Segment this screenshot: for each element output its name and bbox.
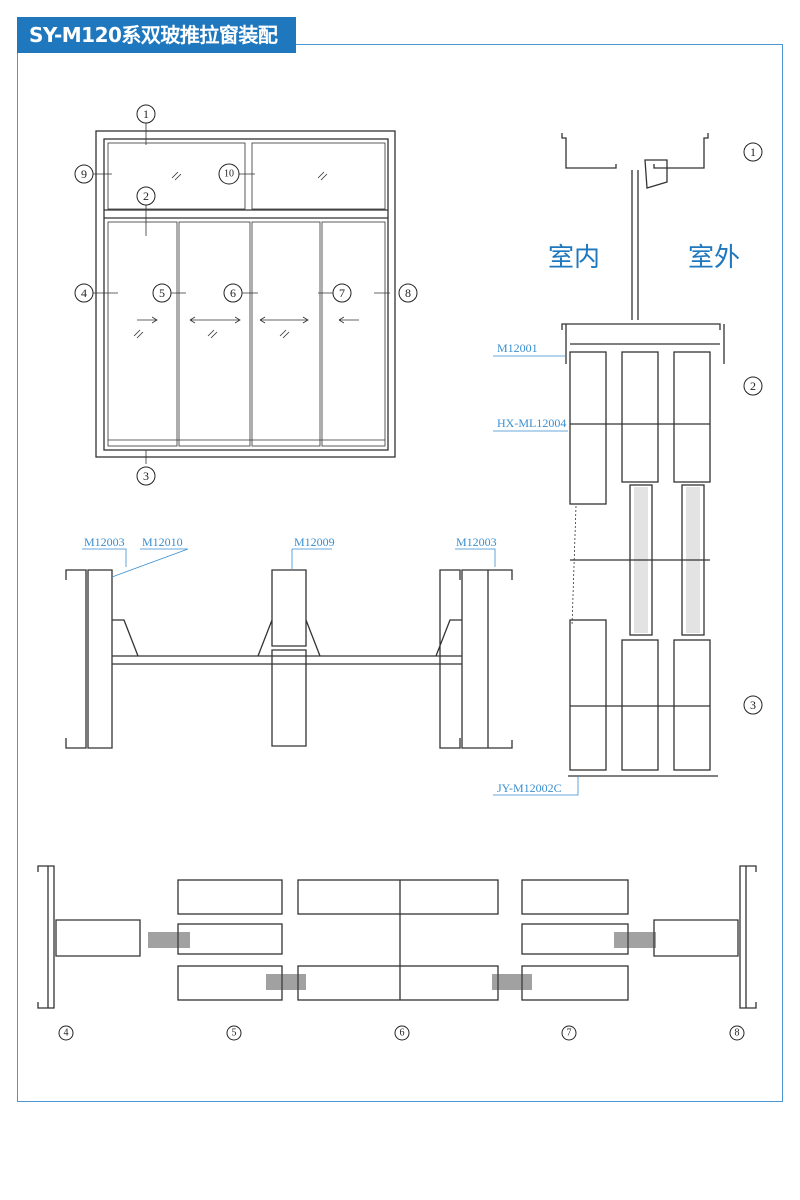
svg-text:9: 9	[81, 167, 87, 181]
marker-3: 3	[136, 466, 156, 486]
svg-text:3: 3	[143, 469, 149, 483]
svg-text:8: 8	[405, 286, 411, 300]
marker-10: 10	[218, 163, 240, 185]
horizontal-section-top: M12003 M12010 M12009 M12003	[65, 535, 513, 749]
bottom-marker-6: 6	[394, 1025, 410, 1041]
svg-text:8: 8	[735, 1028, 740, 1039]
svg-text:1: 1	[750, 145, 756, 159]
callout-m12010: M12010	[142, 535, 183, 549]
svg-text:3: 3	[750, 698, 756, 712]
svg-text:2: 2	[750, 379, 756, 393]
svg-text:4: 4	[81, 286, 87, 300]
callout-jy-m12002c: JY-M12002C	[497, 781, 562, 795]
svg-text:2: 2	[143, 189, 149, 203]
marker-7: 7	[332, 283, 352, 303]
marker-6: 6	[223, 283, 243, 303]
section-marker-3: 3	[743, 695, 763, 715]
marker-8: 8	[398, 283, 418, 303]
callout-hx-ml12004: HX-ML12004	[497, 416, 566, 430]
drawing-frame	[17, 44, 783, 1102]
svg-text:5: 5	[232, 1028, 237, 1039]
window-elevation	[92, 123, 396, 464]
vertical-section: 室内 室外 M12001 HX-ML12004 JY-M12002C	[493, 133, 740, 796]
callout-m12003-left: M12003	[84, 535, 125, 549]
marker-1: 1	[136, 104, 156, 124]
page-title: SY-M120系双玻推拉窗装配图	[17, 17, 296, 83]
svg-text:6: 6	[400, 1028, 405, 1039]
section-marker-2: 2	[743, 376, 763, 396]
svg-text:7: 7	[339, 286, 345, 300]
marker-9: 9	[74, 164, 94, 184]
bottom-marker-4: 4	[58, 1025, 74, 1041]
marker-2: 2	[136, 186, 156, 206]
svg-text:4: 4	[64, 1028, 69, 1039]
horizontal-section-bottom	[37, 865, 757, 1009]
callout-m12003-right: M12003	[456, 535, 497, 549]
bottom-marker-8: 8	[729, 1025, 745, 1041]
callout-m12009: M12009	[294, 535, 335, 549]
outdoor-label: 室外	[688, 243, 740, 273]
bottom-marker-5: 5	[226, 1025, 242, 1041]
svg-text:1: 1	[143, 107, 149, 121]
callout-m12001: M12001	[497, 341, 538, 355]
marker-4: 4	[74, 283, 94, 303]
indoor-label: 室内	[548, 243, 600, 273]
marker-5: 5	[152, 283, 172, 303]
svg-text:10: 10	[224, 169, 234, 180]
svg-text:5: 5	[159, 286, 165, 300]
section-marker-1: 1	[743, 142, 763, 162]
bottom-marker-7: 7	[561, 1025, 577, 1041]
svg-text:7: 7	[567, 1028, 572, 1039]
svg-text:6: 6	[230, 286, 236, 300]
